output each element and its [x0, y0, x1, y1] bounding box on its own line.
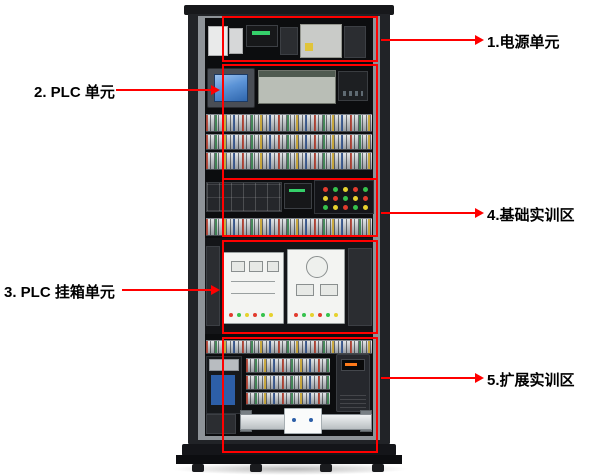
power-supply-module [300, 24, 342, 58]
schematic-line [231, 293, 275, 294]
power-terminal-block [344, 26, 366, 58]
caster-foot [192, 464, 204, 472]
label-plc-unit: 2. PLC 单元 [34, 84, 115, 101]
region-box-hanging-unit [222, 240, 378, 334]
schematic-symbol [267, 261, 279, 272]
terminal-strip [206, 114, 372, 132]
cabinet-base-plate [182, 444, 396, 456]
bottom-left-module [206, 414, 236, 434]
plc-rack-rail [259, 71, 335, 77]
arrow-basic-training [381, 208, 484, 218]
region-box-expansion [222, 337, 378, 453]
label-expansion-training: 5.扩展实训区 [487, 372, 575, 389]
region-divider-basic-training [222, 178, 378, 180]
ethernet-switch [338, 71, 368, 101]
relay-bank [206, 182, 282, 212]
terminal-strip [206, 134, 372, 150]
schematic-symbol [231, 261, 245, 272]
arrow-expansion-training [381, 373, 484, 383]
vfd-drive [336, 354, 370, 412]
meter-display [289, 189, 305, 192]
schematic-line [231, 281, 275, 282]
carriage-bolt [292, 418, 296, 422]
terminal-strip [246, 375, 330, 390]
schematic-symbol [320, 284, 338, 296]
vfd-vent [340, 392, 366, 408]
module-top-cap [209, 359, 239, 371]
contactor-module [280, 27, 298, 55]
hanging-panel-right [287, 249, 345, 324]
floor-shadow [170, 463, 410, 475]
terminal-strip [246, 358, 330, 373]
schematic-symbol [296, 284, 314, 296]
linear-slide-carriage [284, 408, 322, 434]
label-basic-training: 4.基础实训区 [487, 207, 575, 224]
digital-power-meter [246, 25, 278, 47]
panel-meter [284, 183, 312, 209]
plc-module-rack [258, 70, 336, 104]
terminal-strip [246, 392, 330, 405]
arrow-plc-unit [116, 85, 220, 95]
region-box-plc-and-basic [222, 64, 378, 237]
region-box-power-unit [222, 16, 378, 62]
schematic-dial [306, 256, 328, 278]
terminal-strip [206, 340, 372, 354]
side-terminal-column [348, 248, 372, 326]
caster-foot [372, 464, 384, 472]
label-power-unit: 1.电源单元 [487, 34, 560, 51]
vfd-display [341, 359, 365, 371]
caster-foot [250, 464, 262, 472]
caster-foot [320, 464, 332, 472]
aux-circuit-breaker [229, 28, 243, 54]
meter-display [252, 31, 270, 35]
arrow-power-unit [381, 35, 484, 45]
arrow-plc-box-unit [122, 285, 220, 295]
schematic-symbol [249, 261, 263, 272]
terminal-strip [206, 152, 372, 170]
vfd-led-readout [345, 363, 357, 366]
cabinet-top-cap [184, 5, 394, 15]
psu-warning-label [305, 43, 313, 51]
indicator-light-panel [314, 180, 374, 214]
carriage-bolt [309, 418, 313, 422]
switch-ports [343, 91, 363, 96]
cabinet-pedestal [176, 455, 402, 464]
label-plc-box-unit: 3. PLC 挂箱单元 [4, 284, 115, 301]
